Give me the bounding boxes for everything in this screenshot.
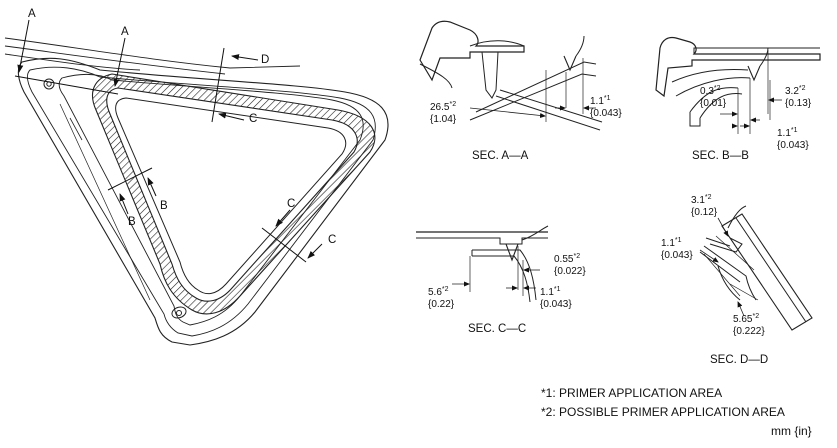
section-b-dim-1: 0.3*2 {0.01} [700,85,727,109]
section-a-drawing [419,20,603,131]
section-b-drawing [655,36,821,134]
section-b-dim-2: 3.2*2 {0.13} [785,85,812,109]
section-cut-lines [14,19,323,263]
section-c-drawing [416,225,549,303]
callout-c-lower: C [287,198,296,210]
callout-b-right: B [160,200,168,212]
section-b-dim-3: 1.1*1 {0.043} [777,127,809,151]
section-a-dim-2: 1.1*1 {0.043} [590,95,622,119]
callout-a-inner: A [121,26,129,38]
section-d-dim-1: 3.1*2 {0.12} [691,194,718,218]
section-c-dim-2: 5.6*2 {0.22} [428,286,455,310]
section-c-dim-1: 0.55*2 {0.022} [554,253,586,277]
callout-c-lower-right: C [328,234,337,246]
legend-note-1: *1: PRIMER APPLICATION AREA [541,386,723,400]
units-label: mm {in} [771,424,812,438]
callout-a-top: A [28,8,36,20]
section-d-title: SEC. D—D [710,354,769,366]
section-c-title: SEC. C—C [468,323,527,335]
section-a-dim-1: 26.5*2 {1.04} [430,101,457,125]
section-a-title: SEC. A—A [472,150,529,162]
callout-c-right: C [249,113,258,125]
callout-d-top: D [261,54,270,66]
section-d-dim-3: 5.65*2 {0.222} [733,313,765,337]
callout-b-lower: B [128,216,136,228]
legend-note-2: *2: POSSIBLE PRIMER APPLICATION AREA [541,405,785,419]
section-d-dim-2: 1.1*1 {0.043} [661,237,693,261]
section-b-title: SEC. B—B [692,150,749,162]
quarter-window-view [4,37,389,346]
section-c-dim-3: 1.1*1 {0.043} [540,286,572,310]
section-d-drawing [699,205,813,331]
